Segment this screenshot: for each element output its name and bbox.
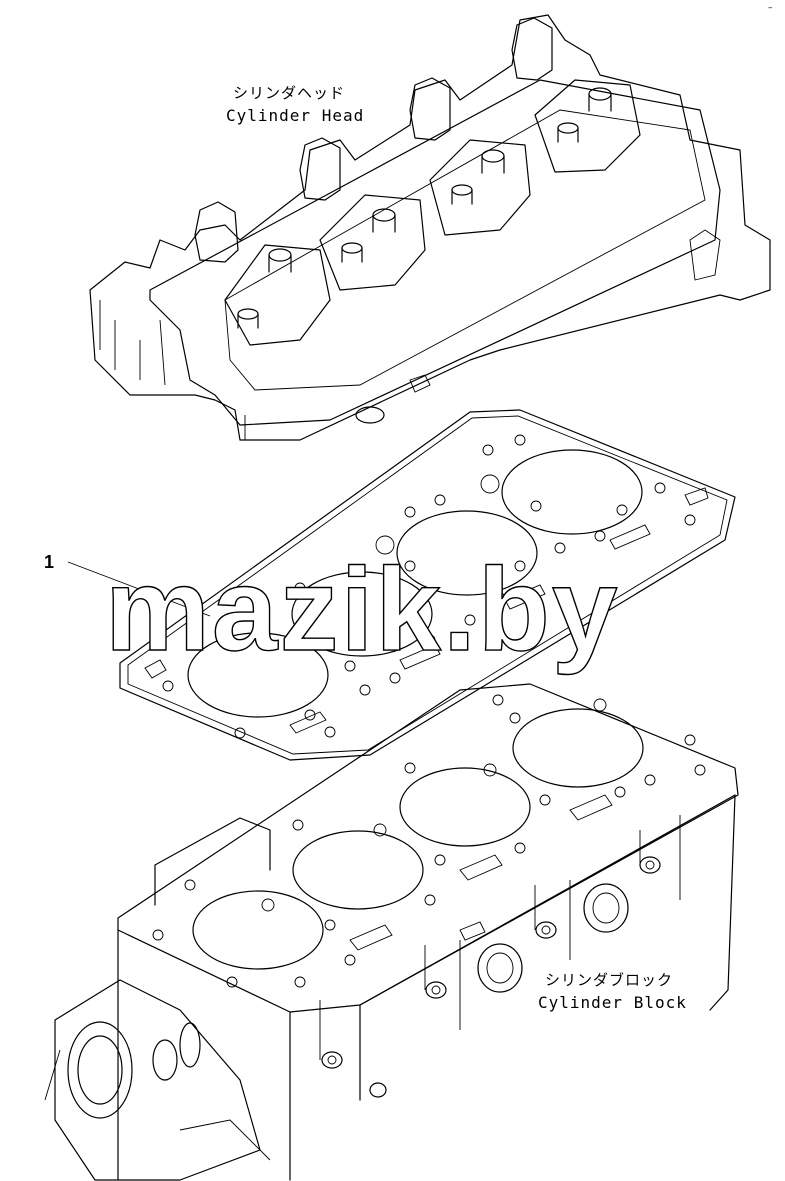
cylinder-head-label: シリンダヘッド Cylinder Head: [226, 84, 364, 125]
cylinder-head: [89, 14, 771, 441]
cylinder-head-label-en: Cylinder Head: [226, 106, 364, 125]
gasket-bore-2: [291, 571, 433, 657]
corner-mark: –: [768, 3, 773, 13]
cylinder-head-label-jp: シリンダヘッド: [233, 84, 345, 102]
block-bore-2: [292, 830, 424, 910]
cylinder-block-label-jp: シリンダブロック: [545, 971, 673, 989]
block-bore-4: [512, 708, 644, 788]
gasket-bore-3: [396, 510, 538, 596]
gasket-bore-4: [501, 449, 643, 535]
watermark: mazik.by: [105, 544, 619, 676]
gasket-bore-1: [187, 632, 329, 718]
head-gasket: [119, 409, 736, 761]
gasket-bolt-holes: [162, 434, 696, 739]
block-side-bolts: [321, 856, 661, 1098]
callout-leader-line: [67, 561, 211, 617]
block-bore-3: [399, 767, 531, 847]
callout-number: 1: [44, 552, 54, 572]
cylinder-block-label-en: Cylinder Block: [538, 993, 687, 1012]
cylinder-block: [44, 683, 739, 1181]
block-deck-holes: [152, 694, 706, 988]
callout-1: 1: [44, 552, 211, 617]
block-bore-1: [192, 890, 324, 970]
cylinder-block-label: シリンダブロック Cylinder Block: [538, 971, 687, 1012]
cylinder-head-studs: [237, 87, 612, 329]
